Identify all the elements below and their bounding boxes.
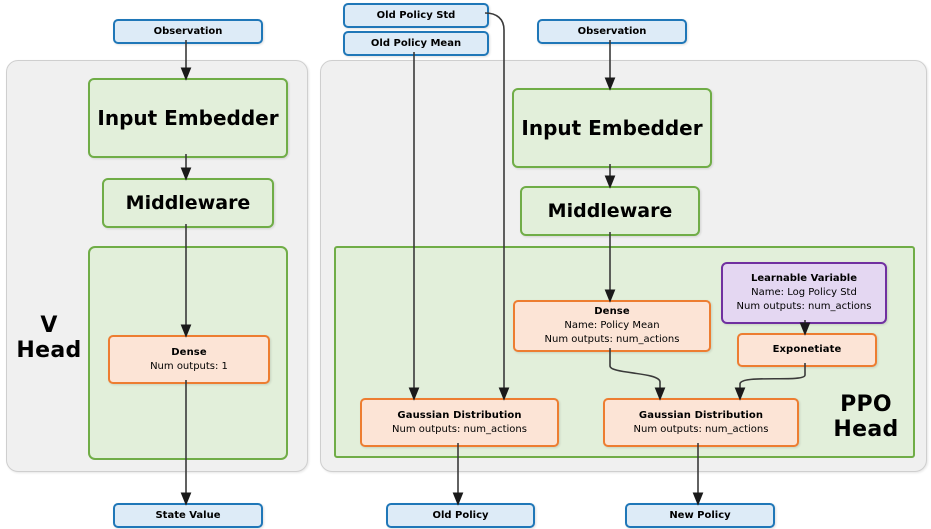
learnable-variable-name: Name: Log Policy Std xyxy=(751,287,857,298)
state-value-text: State Value xyxy=(155,510,221,521)
ppo-head-middleware-label: Middleware xyxy=(547,200,673,222)
old-policy-output-label[interactable]: Old Policy xyxy=(386,503,535,528)
gaussian-new-title: Gaussian Distribution xyxy=(638,409,764,421)
old-policy-output-text: Old Policy xyxy=(432,510,489,521)
ppo-head-input-embedder[interactable]: Input Embedder xyxy=(512,88,712,168)
ppo-head-caption-line1: PPO xyxy=(840,392,892,417)
ppo-head-middleware[interactable]: Middleware xyxy=(520,186,700,236)
v-head-middleware[interactable]: Middleware xyxy=(102,178,274,228)
ppo-head-observation-label[interactable]: Observation xyxy=(537,19,687,44)
v-head-input-embedder-label: Input Embedder xyxy=(97,106,279,130)
policy-mean-dense-title: Dense xyxy=(594,306,630,317)
policy-mean-dense-block[interactable]: Dense Name: Policy Mean Num outputs: num… xyxy=(513,300,711,352)
gaussian-distribution-old-block[interactable]: Gaussian Distribution Num outputs: num_a… xyxy=(360,398,559,447)
exponetiate-label: Exponetiate xyxy=(772,344,842,355)
learnable-variable-title: Learnable Variable xyxy=(751,273,857,284)
v-head-caption-line2: Head xyxy=(16,338,82,363)
exponetiate-block[interactable]: Exponetiate xyxy=(737,333,877,367)
new-policy-output-text: New Policy xyxy=(669,510,731,521)
gaussian-old-outputs: Num outputs: num_actions xyxy=(392,423,527,435)
v-head-middleware-label: Middleware xyxy=(125,192,251,214)
old-policy-mean-label[interactable]: Old Policy Mean xyxy=(343,31,489,56)
policy-mean-dense-outputs: Num outputs: num_actions xyxy=(544,334,680,345)
ppo-head-observation-text: Observation xyxy=(577,26,647,37)
v-head-input-embedder[interactable]: Input Embedder xyxy=(88,78,288,158)
old-policy-std-text: Old Policy Std xyxy=(376,10,456,21)
new-policy-output-label[interactable]: New Policy xyxy=(625,503,775,528)
v-head-caption-line1: V xyxy=(40,313,58,338)
ppo-head-caption-line2: Head xyxy=(833,417,899,442)
v-head-observation-text: Observation xyxy=(153,26,223,37)
v-head-caption: V Head xyxy=(10,313,88,363)
v-head-observation-label[interactable]: Observation xyxy=(113,19,263,44)
gaussian-old-title: Gaussian Distribution xyxy=(397,409,522,421)
learnable-variable-block[interactable]: Learnable Variable Name: Log Policy Std … xyxy=(721,262,887,324)
ppo-head-caption: PPO Head xyxy=(821,392,911,442)
ppo-head-input-embedder-label: Input Embedder xyxy=(521,116,703,140)
policy-mean-dense-name: Name: Policy Mean xyxy=(564,320,660,331)
gaussian-distribution-new-block[interactable]: Gaussian Distribution Num outputs: num_a… xyxy=(603,398,799,447)
old-policy-mean-text: Old Policy Mean xyxy=(370,38,462,49)
learnable-variable-outputs: Num outputs: num_actions xyxy=(736,301,872,312)
gaussian-new-outputs: Num outputs: num_actions xyxy=(633,423,769,435)
v-head-dense-outputs: Num outputs: 1 xyxy=(150,360,228,372)
v-head-dense-block[interactable]: Dense Num outputs: 1 xyxy=(108,335,270,384)
state-value-label[interactable]: State Value xyxy=(113,503,263,528)
old-policy-std-label[interactable]: Old Policy Std xyxy=(343,3,489,28)
v-head-dense-title: Dense xyxy=(171,346,207,358)
